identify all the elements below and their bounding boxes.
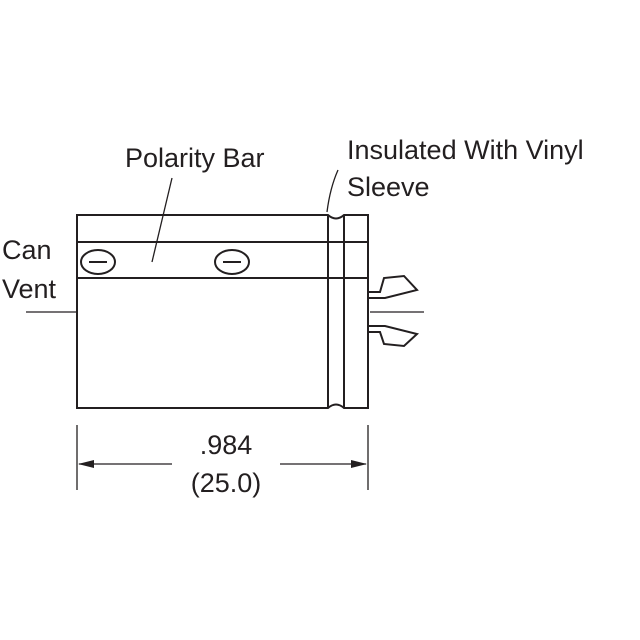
terminal-bottom <box>368 325 420 348</box>
sleeve-leader <box>326 169 339 213</box>
polarity-bar-leader <box>151 177 173 263</box>
capacitor-body <box>76 214 369 409</box>
dimension-inches: .984 <box>200 430 253 460</box>
dimension-arrow-right <box>351 460 367 468</box>
can-vent-label-line2: Vent <box>2 274 57 304</box>
minus-sign-icon <box>80 249 116 275</box>
insulated-label-line2: Sleeve <box>347 172 430 202</box>
minus-sign-icon <box>214 249 250 275</box>
terminal-top <box>368 274 419 299</box>
dimension-millimeters: (25.0) <box>191 468 262 498</box>
insulated-label-line1: Insulated With Vinyl <box>347 135 584 165</box>
dimension-arrow-left <box>78 460 94 468</box>
can-vent-label-line1: Can <box>2 235 52 265</box>
polarity-bar-label: Polarity Bar <box>125 143 265 173</box>
